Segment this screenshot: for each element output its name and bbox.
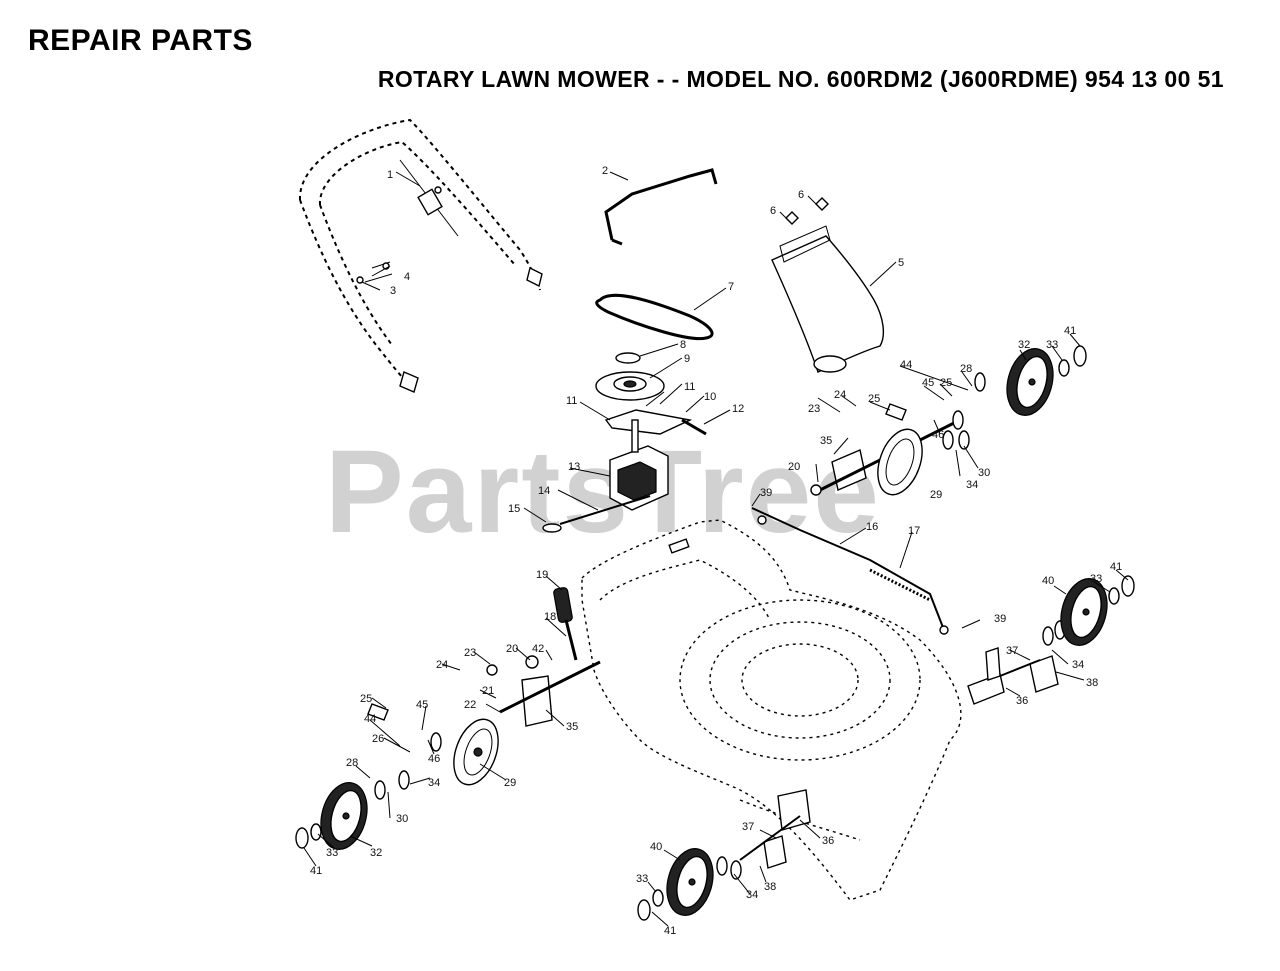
callout-39: 39: [994, 613, 1006, 625]
callout-45: 45: [922, 377, 934, 389]
callout-3: 3: [390, 285, 396, 297]
callout-22: 22: [464, 699, 476, 711]
rear-right-axle: [810, 372, 986, 496]
callout-33: 33: [1046, 339, 1058, 351]
callout-46: 46: [932, 429, 944, 441]
transmission-part: [609, 419, 669, 511]
callout-labels: 1 2 3 4 5 6 6 7 8 9 11 11 10 12 13 14 15…: [310, 165, 1122, 937]
callout-34: 34: [966, 479, 978, 491]
callout-34: 34: [428, 777, 440, 789]
callout-25: 25: [868, 393, 880, 405]
callout-33: 33: [1090, 573, 1102, 585]
callout-28: 28: [346, 757, 358, 769]
callout-46: 46: [428, 753, 440, 765]
callout-32: 32: [370, 847, 382, 859]
wheel-front-left: [637, 848, 714, 921]
callout-20: 20: [506, 643, 518, 655]
callout-15: 15: [508, 503, 520, 515]
callout-45: 45: [416, 699, 428, 711]
callout-26: 26: [372, 733, 384, 745]
front-left-axle: [716, 789, 811, 880]
callout-37: 37: [742, 821, 754, 833]
callout-28: 28: [960, 363, 972, 375]
callout-39: 39: [760, 487, 772, 499]
callout-13: 13: [568, 461, 580, 473]
front-right-axle: [967, 620, 1066, 705]
callout-23: 23: [808, 403, 820, 415]
watermark: PartsTree: [325, 426, 881, 558]
chute-part: [771, 197, 885, 373]
callout-29: 29: [504, 777, 516, 789]
callout-41: 41: [1064, 325, 1076, 337]
callout-35: 35: [566, 721, 578, 733]
callout-10: 10: [704, 391, 716, 403]
page-title: REPAIR PARTS: [28, 24, 253, 57]
callout-25: 25: [940, 377, 952, 389]
callout-33: 33: [636, 873, 648, 885]
callout-41: 41: [1110, 561, 1122, 573]
callout-42: 42: [532, 643, 544, 655]
callout-7: 7: [728, 281, 734, 293]
callout-12: 12: [732, 403, 744, 415]
callout-21: 21: [482, 685, 494, 697]
belt-part: [595, 293, 714, 341]
callout-38: 38: [1086, 677, 1098, 689]
callout-11: 11: [684, 381, 695, 393]
callout-24: 24: [834, 389, 846, 401]
callout-41: 41: [664, 925, 676, 937]
callout-41: 41: [310, 865, 322, 877]
callout-6: 6: [798, 189, 804, 201]
callout-6: 6: [770, 205, 776, 217]
mower-deck: [581, 519, 962, 901]
pulley-part: [595, 352, 665, 401]
callout-40: 40: [1042, 575, 1054, 587]
wheel-rear-right: [1006, 345, 1087, 416]
callout-18: 18: [544, 611, 556, 623]
callout-16: 16: [866, 521, 878, 533]
callout-37: 37: [1006, 645, 1018, 657]
callout-29: 29: [930, 489, 942, 501]
callout-19: 19: [536, 569, 548, 581]
callout-30: 30: [978, 467, 990, 479]
callout-32: 32: [1018, 339, 1030, 351]
callout-20: 20: [788, 461, 800, 473]
wheel-rear-left: [295, 782, 368, 850]
callout-2: 2: [602, 165, 608, 177]
callout-25: 25: [360, 693, 372, 705]
callout-44: 44: [900, 359, 912, 371]
model-subtitle: ROTARY LAWN MOWER - - MODEL NO. 600RDM2 …: [377, 66, 1224, 92]
bail-part: [604, 168, 718, 241]
callout-38: 38: [764, 881, 776, 893]
wheel-front-right: [1060, 575, 1135, 646]
callout-5: 5: [898, 257, 904, 269]
callout-33: 33: [326, 847, 338, 859]
callout-8: 8: [680, 339, 686, 351]
callout-40: 40: [650, 841, 662, 853]
callout-17: 17: [908, 525, 920, 537]
callout-4: 4: [404, 271, 410, 283]
callout-44: 44: [364, 713, 376, 725]
callout-23: 23: [464, 647, 476, 659]
callout-34: 34: [746, 889, 758, 901]
callout-30: 30: [396, 813, 408, 825]
callout-11: 11: [566, 395, 577, 407]
gear-wheel-left: [453, 718, 499, 786]
callout-14: 14: [538, 485, 550, 497]
handle-assembly: [298, 118, 543, 393]
callout-9: 9: [684, 353, 690, 365]
leader-lines: [303, 171, 1129, 927]
callout-24: 24: [436, 659, 448, 671]
callout-36: 36: [1016, 695, 1028, 707]
rear-left-axle: [486, 655, 601, 727]
callout-34: 34: [1072, 659, 1084, 671]
callout-36: 36: [822, 835, 834, 847]
callout-35: 35: [820, 435, 832, 447]
callout-1: 1: [387, 169, 393, 181]
